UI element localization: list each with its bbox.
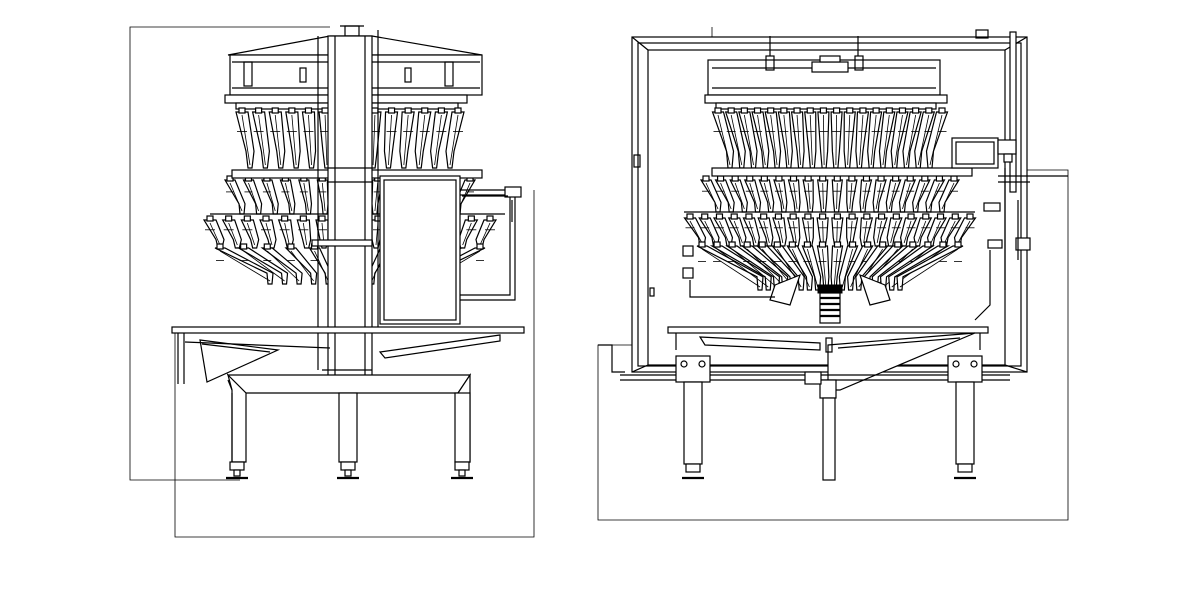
feed-bucket	[298, 175, 313, 215]
weigh-bucket	[859, 213, 874, 247]
weigh-bucket	[890, 107, 909, 169]
central-discharge	[682, 245, 891, 324]
weigh-bucket	[458, 215, 479, 249]
weigh-bucket	[855, 107, 870, 169]
weigh-bucket	[475, 215, 498, 249]
side-view	[129, 25, 535, 538]
feed-bucket	[729, 175, 748, 213]
feed-bucket	[859, 175, 873, 213]
weigh-bucket	[277, 215, 294, 249]
feed-bucket	[758, 175, 775, 213]
weigh-bucket	[251, 107, 270, 169]
feed-bucket	[279, 175, 296, 215]
discharge-bucket	[896, 241, 964, 291]
feed-bucket	[242, 175, 263, 215]
weigh-bucket	[727, 213, 747, 247]
weigh-bucket	[817, 107, 830, 169]
front-top-hopper	[704, 36, 948, 110]
side-support-stand	[226, 372, 473, 480]
discharge-bucket	[696, 241, 764, 291]
weigh-bucket	[414, 107, 432, 169]
discharge-bucket	[786, 241, 814, 291]
discharge-bucket	[236, 243, 289, 285]
weigh-bucket	[240, 215, 260, 249]
weigh-bucket	[953, 213, 977, 247]
discharge-bucket	[260, 243, 303, 285]
weigh-bucket	[296, 215, 312, 249]
front-upper-weigh-buckets	[699, 107, 961, 213]
weigh-bucket	[268, 107, 286, 169]
discharge-bucket	[214, 243, 274, 285]
weigh-bucket	[430, 107, 449, 169]
weigh-bucket	[899, 213, 918, 247]
weigh-bucket	[202, 215, 225, 249]
weigh-bucket	[772, 213, 787, 247]
discharge-bucket	[709, 241, 772, 291]
weigh-bucket	[259, 215, 277, 249]
discharge-bucket	[855, 241, 889, 291]
front-middle-ring	[684, 167, 975, 213]
weigh-bucket	[301, 107, 317, 169]
weigh-bucket	[913, 213, 933, 247]
weigh-bucket	[285, 107, 301, 169]
feed-bucket	[831, 175, 843, 213]
weigh-bucket	[790, 107, 805, 169]
weigh-bucket	[777, 107, 793, 169]
side-collecting-chute	[171, 326, 525, 384]
front-view	[597, 27, 1069, 521]
weigh-bucket	[786, 213, 801, 247]
feed-bucket	[261, 175, 279, 215]
weigh-bucket	[235, 107, 255, 169]
weigh-bucket	[399, 107, 415, 169]
feed-bucket	[316, 175, 329, 215]
weigh-bucket	[445, 107, 465, 169]
guard-panel	[379, 175, 522, 325]
weigh-bucket	[757, 213, 774, 247]
discharge-bucket	[284, 243, 318, 285]
feed-bucket	[223, 175, 246, 215]
weigh-bucket	[831, 213, 844, 247]
discharge-bucket	[838, 241, 859, 291]
central-column	[311, 30, 379, 382]
side-view-dimension-lines	[129, 26, 535, 538]
front-support-stand	[675, 355, 983, 481]
weigh-bucket	[221, 215, 242, 249]
weigh-bucket	[738, 107, 758, 169]
weigh-bucket	[383, 107, 399, 169]
control-unit	[951, 137, 1068, 321]
